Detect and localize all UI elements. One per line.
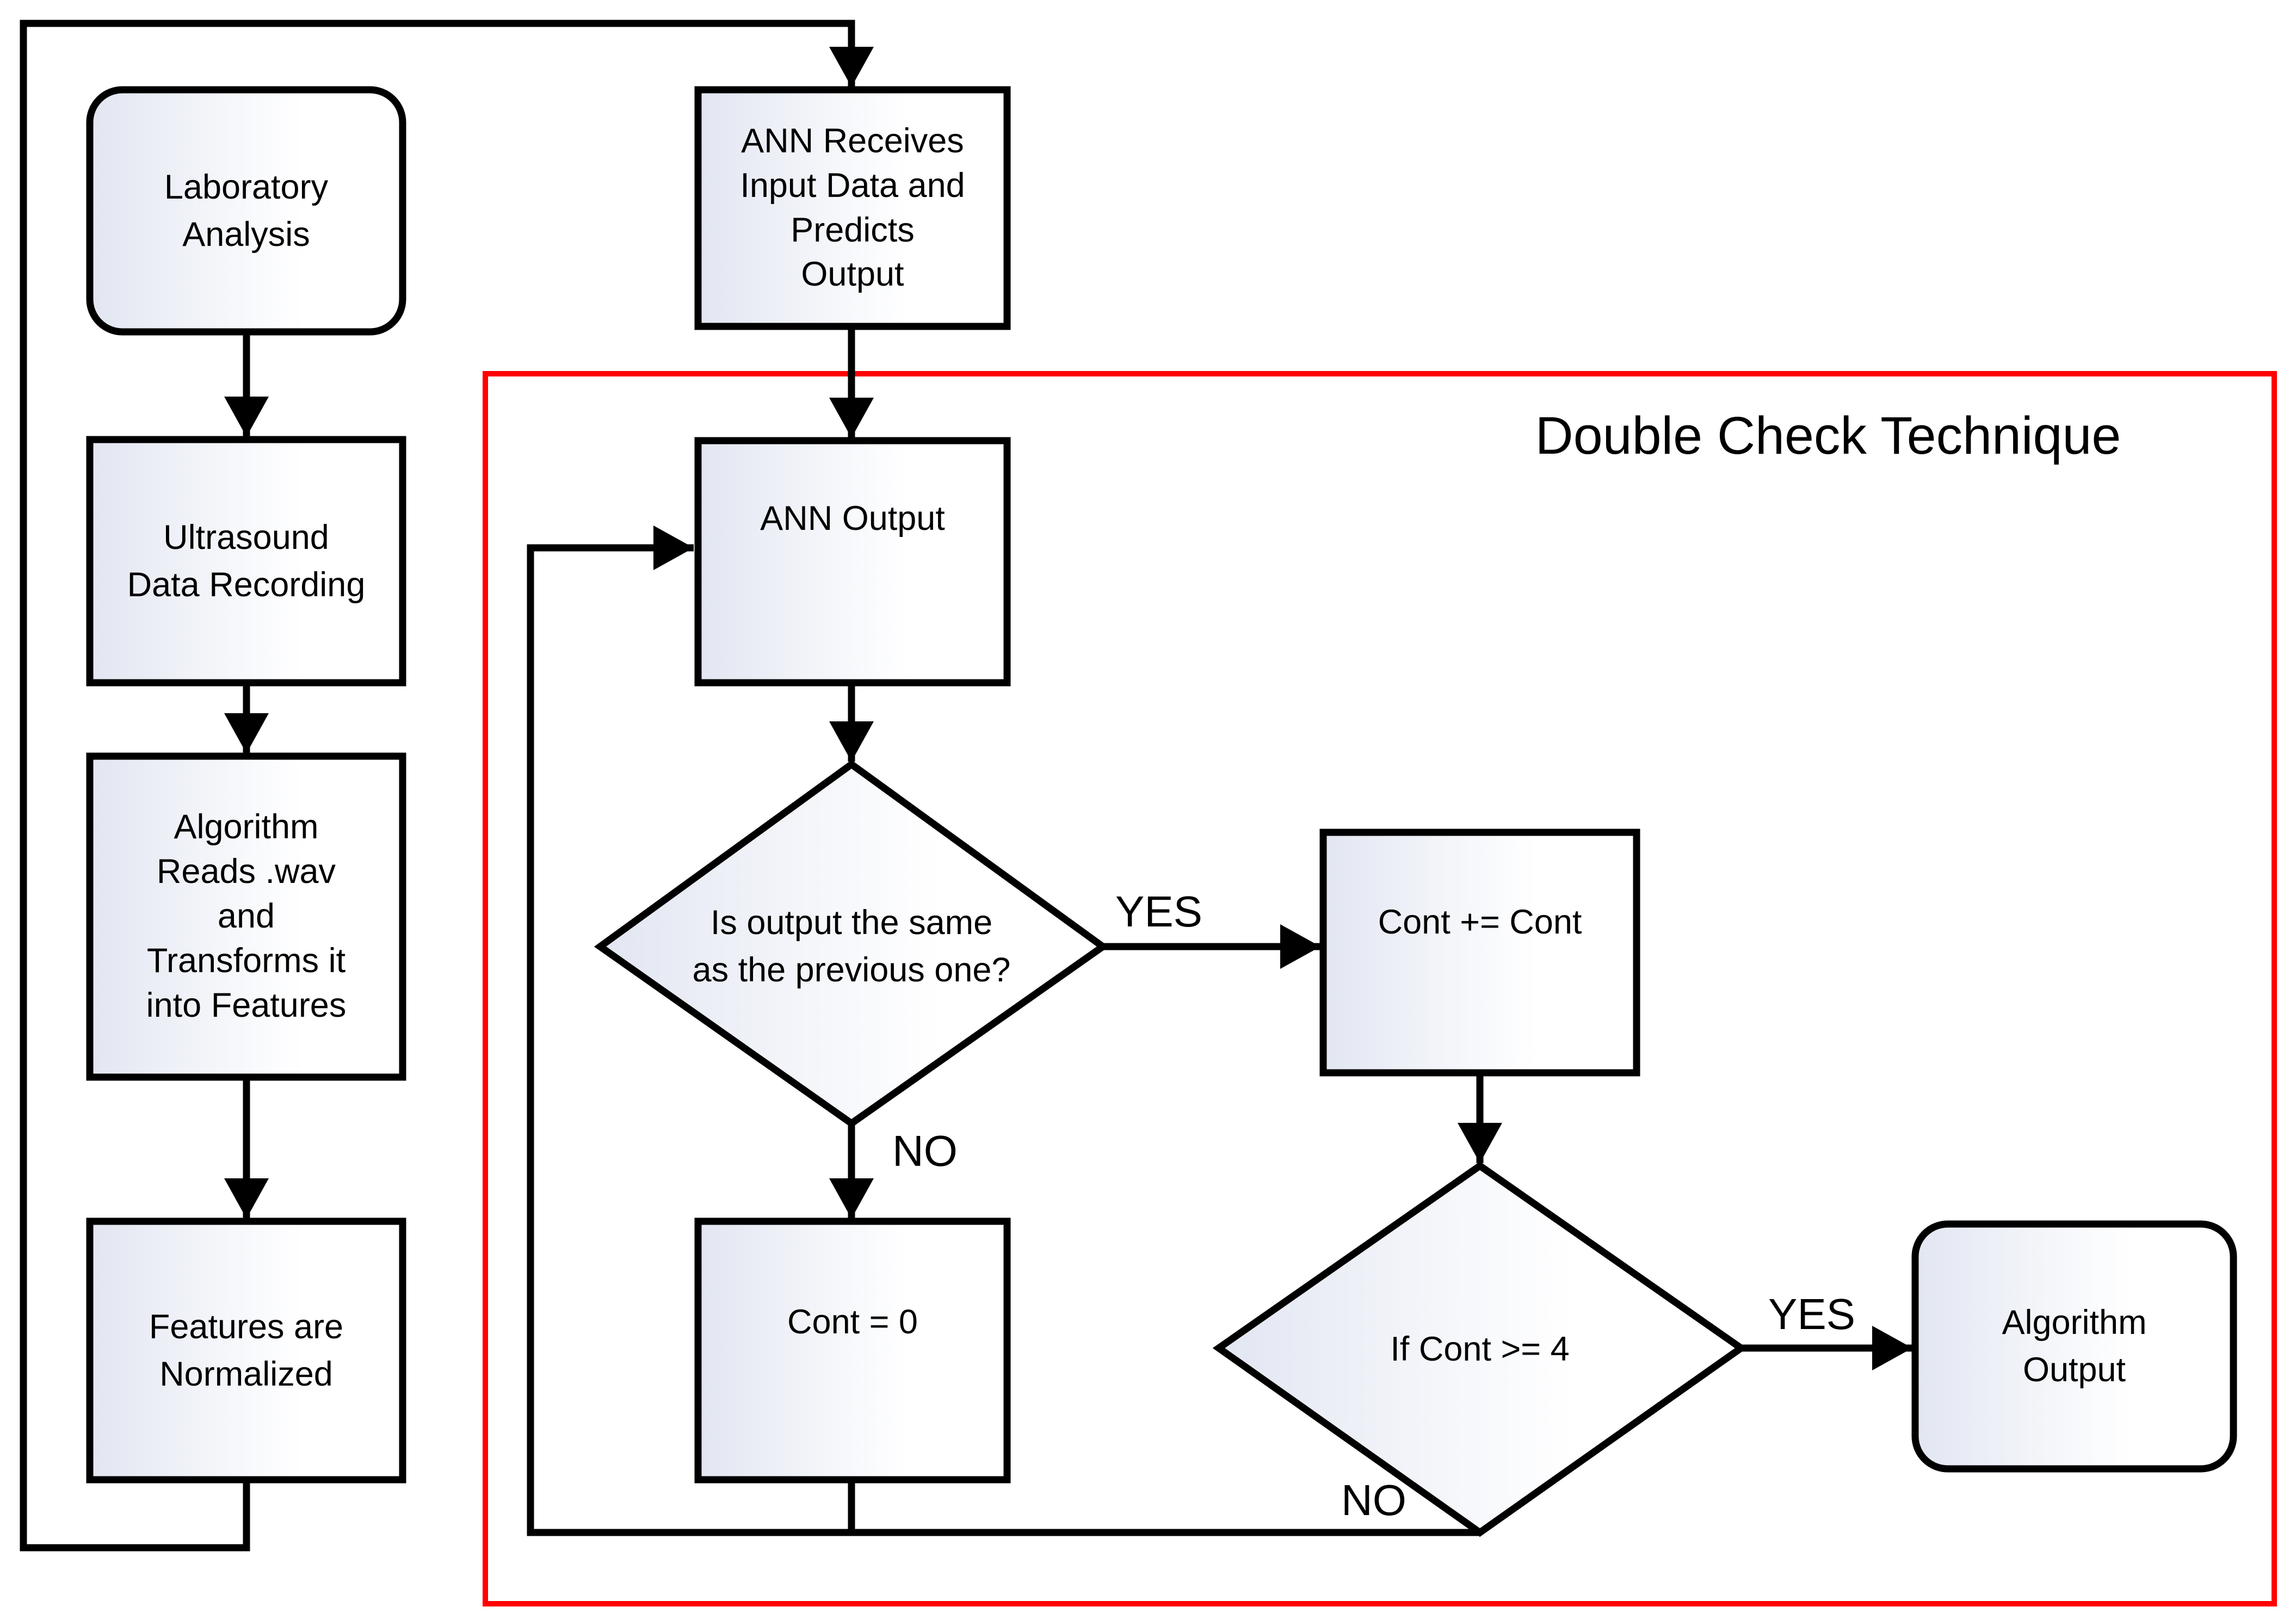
node-features-normalized <box>86 1218 406 1484</box>
node-algorithm-reads <box>86 752 406 1081</box>
node-cont-reset <box>694 1218 1011 1484</box>
edge-features-to-ann-receives <box>20 20 874 1552</box>
node-cont-increment <box>1319 829 1640 1077</box>
node-same-output-decision <box>594 759 1109 1128</box>
node-cont-threshold-decision <box>1212 1161 1748 1537</box>
node-laboratory-analysis <box>86 86 406 336</box>
node-ann-output <box>694 437 1011 687</box>
node-ultrasound-recording <box>86 436 406 687</box>
node-algorithm-output <box>1911 1220 2237 1473</box>
double-check-container <box>483 371 2277 1606</box>
node-ann-receives <box>694 86 1011 330</box>
edge-decision2-no-loop <box>527 526 1480 1536</box>
